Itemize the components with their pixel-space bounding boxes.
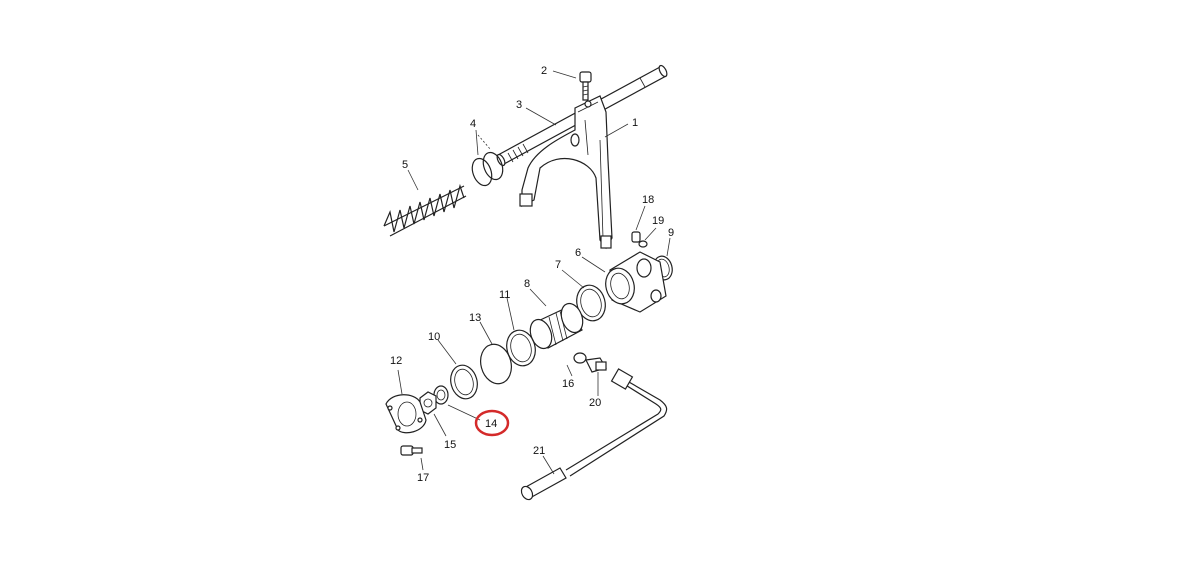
callout-9[interactable]: 9: [668, 227, 674, 239]
highlighted-callout-14[interactable]: 14: [474, 409, 510, 437]
callout-4[interactable]: 4: [470, 118, 476, 130]
callout-20[interactable]: 20: [589, 397, 601, 409]
highlight-circle: [474, 409, 510, 437]
callout-3[interactable]: 3: [516, 99, 522, 111]
part-4-snap-rings: [471, 151, 504, 187]
part-11-ring: [506, 329, 536, 367]
part-21-tube: [520, 368, 668, 501]
part-10-ring: [450, 364, 478, 400]
callout-labels: 1 2 3 4 5 6 7 8 9 10 11 12 13 15 16 17 1…: [390, 65, 674, 484]
callout-12[interactable]: 12: [390, 355, 402, 367]
part-17-bolt: [400, 445, 423, 456]
callout-7[interactable]: 7: [555, 259, 561, 271]
callout-14[interactable]: 14: [485, 418, 497, 430]
part-7-ring: [576, 284, 606, 322]
part-12-cover: [385, 394, 427, 434]
part-5-spring: [383, 183, 467, 237]
callout-17[interactable]: 17: [417, 472, 429, 484]
callout-13[interactable]: 13: [469, 312, 481, 324]
callout-1[interactable]: 1: [632, 117, 638, 129]
part-1-shift-fork: [519, 95, 613, 250]
callout-15[interactable]: 15: [444, 439, 456, 451]
callout-8[interactable]: 8: [524, 278, 530, 290]
part-6-housing: [605, 251, 667, 313]
callout-5[interactable]: 5: [402, 159, 408, 171]
callout-2[interactable]: 2: [541, 65, 547, 77]
callout-11[interactable]: 11: [499, 289, 510, 301]
part-18-plug: [631, 231, 641, 243]
part-13-o-ring: [480, 343, 512, 385]
leader-lines: [397, 70, 671, 475]
part-8-piston: [529, 302, 584, 350]
callout-21[interactable]: 21: [533, 445, 545, 457]
part-16-washer: [573, 352, 587, 364]
part-19-washer: [638, 240, 648, 248]
callout-19[interactable]: 19: [652, 215, 664, 227]
callout-16[interactable]: 16: [562, 378, 574, 390]
callout-10[interactable]: 10: [428, 331, 440, 343]
callout-18[interactable]: 18: [642, 194, 654, 206]
part-20-fitting: [585, 357, 607, 373]
part-2-set-screw: [579, 71, 592, 101]
callout-6[interactable]: 6: [575, 247, 581, 259]
